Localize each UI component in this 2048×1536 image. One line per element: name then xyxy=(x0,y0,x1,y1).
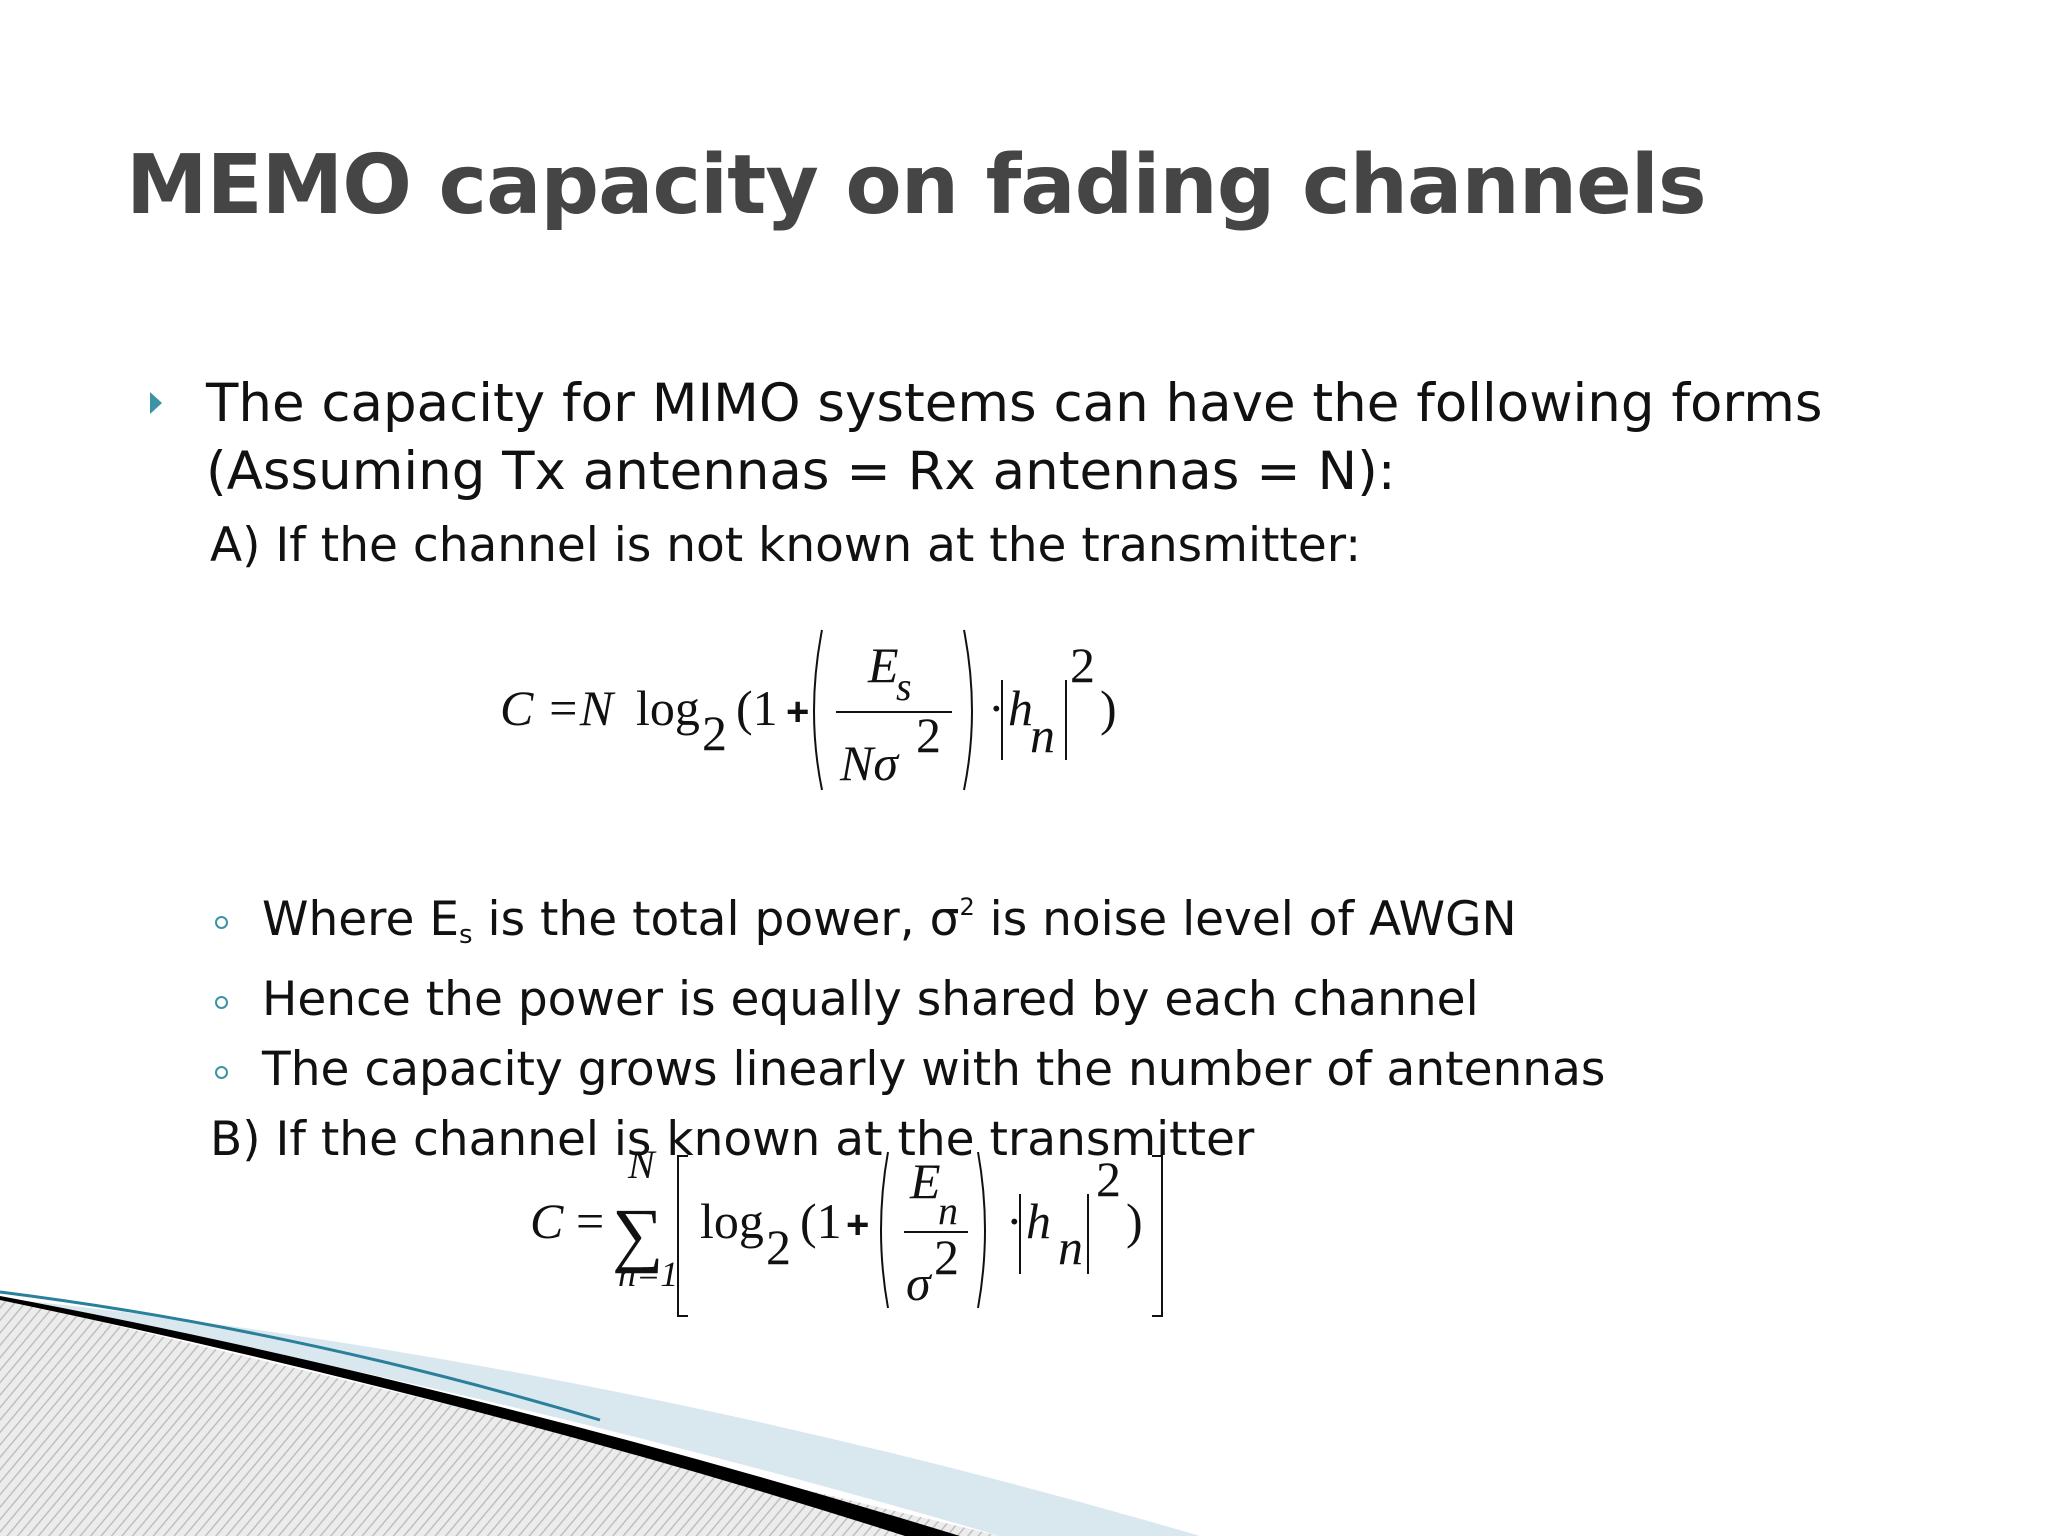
f1-plus: + xyxy=(786,690,809,734)
ring-bullet-icon xyxy=(215,1066,228,1079)
f2-den-sigma: σ xyxy=(906,1255,933,1311)
f2-en-e: E xyxy=(909,1153,941,1209)
f2-eq: = xyxy=(576,1193,604,1249)
f1-log: log xyxy=(636,680,700,736)
f2-h: h xyxy=(1026,1193,1051,1249)
sub-bullet-linear: The capacity grows linearly with the num… xyxy=(210,1042,1605,1097)
case-b-label: B) If the channel is known at the transm… xyxy=(210,1112,1255,1167)
f2-sum: ∑ xyxy=(612,1194,663,1274)
f1-den-2: 2 xyxy=(916,707,941,763)
slide-title: MEMO capacity on fading channels xyxy=(126,138,1707,233)
ring-bullet-icon xyxy=(215,996,228,1009)
main-bullet: The capacity for MIMO systems can have t… xyxy=(150,370,1990,506)
f1-den-nsigma: Nσ xyxy=(839,735,900,791)
sub3-text: The capacity grows linearly with the num… xyxy=(262,1042,1606,1097)
f1-es-s: s xyxy=(896,664,912,709)
f1-sq: 2 xyxy=(1070,637,1095,693)
sub1-subscript: s xyxy=(459,920,473,950)
f2-sq: 2 xyxy=(1096,1151,1121,1207)
sub1-mid: is the total power, σ xyxy=(472,892,960,947)
sub1-post: is noise level of AWGN xyxy=(974,892,1517,947)
sub1-pre: Where E xyxy=(262,892,460,947)
f2-dot: · xyxy=(1006,1193,1023,1249)
f1-c: C xyxy=(500,680,534,736)
f2-c: C xyxy=(530,1193,564,1249)
f2-close: ) xyxy=(1126,1193,1143,1249)
f2-den-2: 2 xyxy=(934,1229,959,1285)
sub2-text: Hence the power is equally shared by eac… xyxy=(262,972,1479,1027)
f1-eq-n: =N xyxy=(546,680,616,736)
f1-close: ) xyxy=(1100,680,1117,736)
sub1-superscript: 2 xyxy=(959,893,975,921)
case-a-label: A) If the channel is not known at the tr… xyxy=(210,518,1362,573)
f1-log-base: 2 xyxy=(702,705,727,761)
f2-lower: n=1 xyxy=(618,1254,678,1294)
ring-bullet-icon xyxy=(215,916,228,929)
f1-es-e: E xyxy=(867,637,899,693)
f1-dot: · xyxy=(988,680,1005,736)
f2-log-base: 2 xyxy=(766,1219,791,1275)
black-band xyxy=(0,1296,960,1536)
sub-bullet-shared: Hence the power is equally shared by eac… xyxy=(210,972,1479,1027)
f2-en-n: n xyxy=(938,1188,958,1233)
light-blue-band xyxy=(0,1298,1200,1536)
f1-n: n xyxy=(1030,707,1055,763)
f2-plus: + xyxy=(846,1203,869,1247)
f2-upper: N xyxy=(627,1142,657,1187)
sub-bullet-power: Where Es is the total power, σ2 is noise… xyxy=(210,892,1517,950)
f2-open: (1 xyxy=(800,1193,842,1249)
f1-open: (1 xyxy=(736,680,778,736)
capacity-formula-unknown-channel: C =N log 2 (1 + E s Nσ 2 · h n 2 ) xyxy=(500,629,1117,791)
f2-log: log xyxy=(700,1193,764,1249)
main-bullet-text: The capacity for MIMO systems can have t… xyxy=(206,373,1823,502)
f1-h: h xyxy=(1008,680,1033,736)
triangle-bullet-icon xyxy=(150,392,162,414)
f2-n: n xyxy=(1058,1219,1083,1275)
hatched-band xyxy=(0,1298,1000,1536)
capacity-formula-known-channel: C = ∑ N n=1 log 2 (1 + E n σ 2 · h n 2 ) xyxy=(530,1142,1163,1317)
teal-line xyxy=(0,1290,601,1422)
